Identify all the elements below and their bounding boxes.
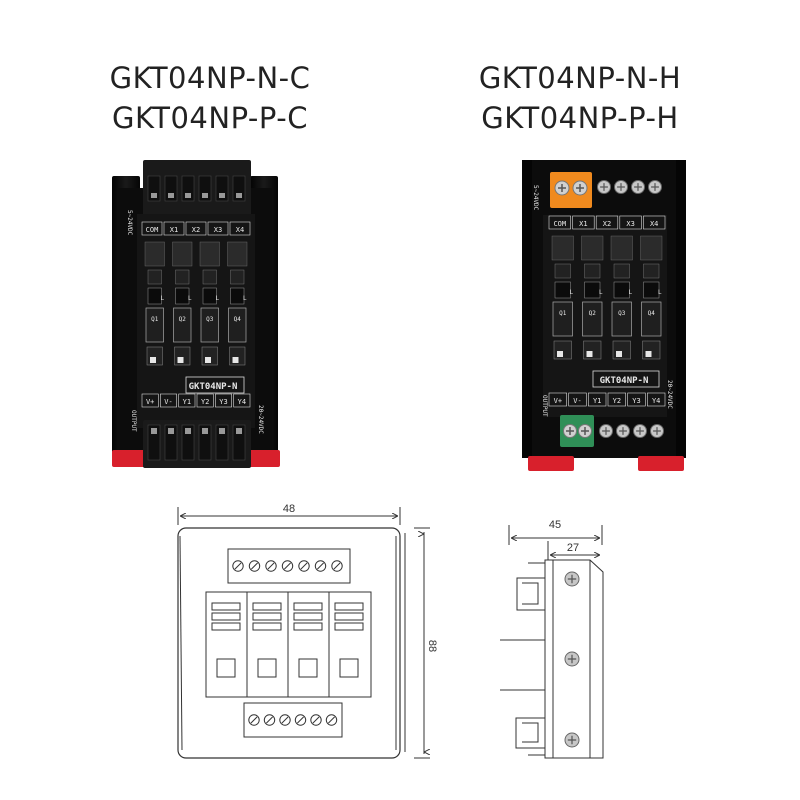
front-top-screw (248, 560, 261, 572)
front-module-outline (293, 602, 323, 678)
left-rail-clip-right (244, 450, 280, 467)
front-top-screw (281, 560, 294, 572)
right-channel-3: L Q3 (610, 235, 633, 360)
left-channel-label: Q3 (206, 316, 214, 323)
left-led-label: L (243, 295, 247, 302)
front-bottom-screw (325, 714, 338, 726)
left-input-label: COM (146, 226, 159, 234)
title-left-line-2: GKT04NP-P-C (112, 101, 308, 135)
right-output-label: V+ (554, 397, 562, 405)
front-bottom-screw (294, 714, 307, 726)
left-led-label: L (216, 295, 220, 302)
title-right-line-1: GKT04NP-N-H (478, 61, 682, 95)
front-top-screw (314, 560, 327, 572)
left-input-label: X3 (214, 226, 222, 234)
left-side-voltage: 5~24VDC (126, 210, 133, 236)
right-bottom-terminals (560, 415, 664, 447)
right-output-label: Y4 (652, 397, 660, 405)
front-module-outline (334, 602, 364, 678)
right-led-label: L (599, 289, 603, 296)
right-input-label: X2 (603, 220, 611, 228)
front-bottom-screw (310, 714, 322, 726)
right-input-label: COM (553, 220, 566, 228)
right-side-voltage: 5~24VDC (532, 185, 539, 211)
left-channel-4: L Q4 (227, 241, 248, 366)
left-bottom-terminal (143, 420, 251, 468)
left-input-label: X4 (236, 226, 244, 234)
title-left-line-1: GKT04NP-N-C (109, 61, 311, 95)
right-model-titles: GKT04NP-N-H GKT04NP-P-H (440, 58, 720, 138)
left-output-label: Y3 (219, 398, 227, 406)
left-channel-3: L Q3 (199, 241, 220, 366)
right-input-label: X3 (626, 220, 634, 228)
right-led-label: L (629, 289, 633, 296)
right-channel-label: Q3 (618, 310, 626, 317)
side-inner-dimension: 27 (567, 542, 579, 554)
front-bottom-screw (248, 714, 260, 726)
front-module-outline (252, 602, 282, 678)
front-top-screw (232, 560, 244, 572)
left-channel-label: Q1 (151, 316, 159, 323)
front-bottom-screw (263, 714, 276, 726)
left-channel-2: L Q2 (172, 241, 193, 366)
left-rail-clip-left (112, 450, 148, 467)
right-rail-clip-left (528, 456, 574, 471)
right-side-output: OUTPUT (541, 395, 548, 417)
left-output-label: Y2 (201, 398, 209, 406)
front-top-screw (298, 560, 310, 572)
right-channel-label: Q4 (648, 310, 656, 317)
front-module-outline (211, 602, 241, 678)
left-side-voltage-output: 20~24VDC (257, 405, 264, 434)
right-input-label: X1 (579, 220, 587, 228)
left-channel-label: Q2 (179, 316, 187, 323)
left-output-label: Y4 (238, 398, 246, 406)
title-right-line-2: GKT04NP-P-H (481, 101, 679, 135)
right-led-label: L (570, 289, 574, 296)
left-output-label: V- (164, 398, 172, 406)
left-model-titles: GKT04NP-N-C GKT04NP-P-C (70, 58, 350, 138)
right-channel-label: Q2 (589, 310, 597, 317)
right-input-label: X4 (650, 220, 658, 228)
front-height-dimension: 88 (426, 640, 438, 652)
front-top-screw (265, 560, 277, 572)
right-output-label: V- (573, 397, 581, 405)
front-bottom-screw (279, 714, 291, 726)
right-top-terminals (550, 172, 662, 208)
right-led-label: L (658, 289, 662, 296)
left-output-label: V+ (146, 398, 154, 406)
right-side-voltage-output: 20~24VDC (666, 380, 673, 409)
left-channel-label: Q4 (234, 316, 242, 323)
right-output-label: Y2 (613, 397, 621, 405)
left-input-label: X2 (192, 226, 200, 234)
front-width-dimension: 48 (283, 503, 295, 515)
front-top-screw (331, 560, 343, 572)
right-channel-4: L Q4 (640, 235, 663, 360)
left-led-label: L (188, 295, 192, 302)
left-side-output: OUTPUT (130, 410, 137, 432)
left-channel-1: L Q1 (144, 241, 165, 366)
left-input-label: X1 (170, 226, 178, 234)
right-channel-2: L Q2 (581, 235, 604, 360)
right-channel-1: L Q1 (551, 235, 574, 360)
right-output-label: Y1 (593, 397, 601, 405)
right-rail-clip-right (638, 456, 684, 471)
left-top-terminal (143, 160, 251, 217)
left-output-label: Y1 (183, 398, 191, 406)
side-depth-dimension: 45 (549, 519, 561, 531)
right-output-label: Y3 (632, 397, 640, 405)
right-channel-label: Q1 (559, 310, 567, 317)
left-model-label: GKT04NP-N (189, 382, 238, 392)
right-model-label: GKT04NP-N (600, 376, 649, 386)
left-led-label: L (161, 295, 165, 302)
